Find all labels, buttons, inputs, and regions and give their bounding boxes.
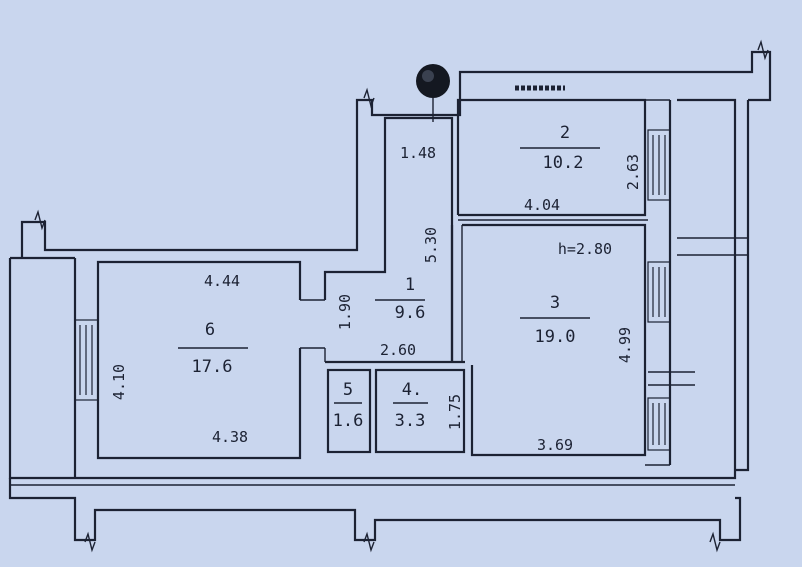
- dim-4-99: 4.99: [616, 327, 634, 363]
- window-room-3-upper: [647, 261, 671, 323]
- dim-4-10: 4.10: [110, 364, 128, 400]
- dim-1-48: 1.48: [400, 144, 436, 162]
- dim-4-38: 4.38: [212, 428, 248, 446]
- room-4-area: 3.3: [395, 411, 426, 431]
- room-3-outline: [462, 223, 647, 457]
- dimension-labels: 1.48 5.30 4.04 2.63 h=2.80 4.44 1.90 2.6…: [110, 144, 642, 454]
- window-room-2: [647, 129, 671, 201]
- room-labels: 1 9.6 2 10.2 3 19.0 4. 3.3 5 1.6 6 17.6: [192, 123, 584, 431]
- room-5-number: 5: [343, 380, 353, 400]
- room-5-area: 1.6: [333, 411, 364, 431]
- window-room-3-lower: [647, 397, 671, 451]
- room-4-outline: [374, 368, 466, 454]
- room-1-outline: [323, 116, 454, 362]
- inner-wall-top: [8, 98, 737, 480]
- dim-1-90: 1.90: [336, 294, 354, 330]
- dim-2-63: 2.63: [624, 154, 642, 190]
- room-3-area: 19.0: [535, 327, 576, 347]
- room-6-number: 6: [205, 320, 215, 340]
- window-room-6: [74, 319, 99, 401]
- entrance-marker: [416, 64, 450, 122]
- room-6-area: 17.6: [192, 357, 233, 377]
- dim-4-44: 4.44: [204, 272, 240, 290]
- windows: [74, 85, 695, 451]
- room-4-number: 4.: [402, 380, 422, 400]
- dim-5-30: 5.30: [422, 227, 440, 263]
- fraction-lines: [178, 147, 600, 404]
- room-2-area: 10.2: [543, 153, 584, 173]
- room-2-number: 2: [560, 123, 570, 143]
- room-3-number: 3: [550, 293, 560, 313]
- break-marks: [34, 39, 769, 553]
- room-5-outline: [326, 368, 372, 454]
- ceiling-height: h=2.80: [558, 240, 612, 258]
- balcony-door-room-3: [648, 371, 695, 386]
- dim-2-60: 2.60: [380, 341, 416, 359]
- outer-wall-bottom: [8, 478, 742, 542]
- room-1-number: 1: [405, 275, 415, 295]
- dim-1-75: 1.75: [446, 394, 464, 430]
- dim-4-04: 4.04: [524, 196, 560, 214]
- dim-3-69: 3.69: [537, 436, 573, 454]
- room-1-area: 9.6: [395, 303, 426, 323]
- outer-wall-right: [735, 100, 750, 472]
